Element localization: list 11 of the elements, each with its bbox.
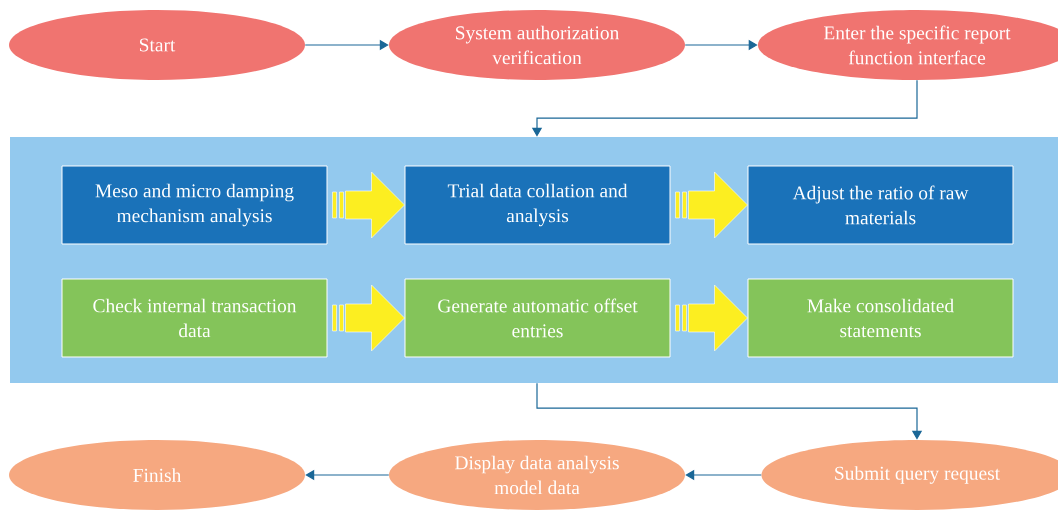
- arrow: [536, 382, 923, 440]
- process-box: Meso and micro damping mechanism analysis: [61, 165, 328, 245]
- process-box: Check internal transaction data: [61, 278, 328, 358]
- process-box: Trial data collation and analysis: [404, 165, 671, 245]
- block-arrow: [675, 284, 748, 352]
- process-box: Generate automatic offset entries: [404, 278, 671, 358]
- block-arrow: [332, 171, 405, 239]
- block-arrow: [332, 284, 405, 352]
- process-box: Adjust the ratio of raw materials: [747, 165, 1014, 245]
- block-arrow: [675, 171, 748, 239]
- process-box: Make consolidated statements: [747, 278, 1014, 358]
